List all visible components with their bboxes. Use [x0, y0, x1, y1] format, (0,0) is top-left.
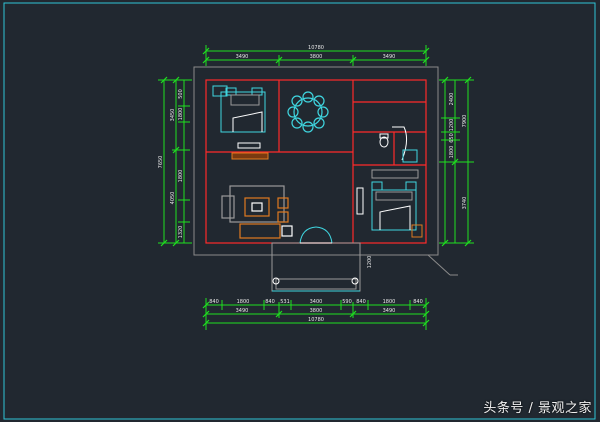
living-room-furniture [221, 185, 293, 239]
dim-right-seg-a: 2400 [449, 93, 455, 106]
dim-bottom-lower-4: 531 [280, 299, 290, 305]
dining-table [287, 91, 329, 133]
dim-right-seg-c: 650 [449, 133, 455, 143]
dim-bottom-lower-1: 840 [209, 299, 219, 305]
dimension-lines [158, 45, 474, 330]
dim-top-seg-1: 3490 [236, 54, 249, 60]
entry-porch [271, 242, 361, 292]
dim-porch: 1200 [367, 256, 373, 269]
dim-left-seg-c: 1800 [178, 170, 184, 183]
viewport-frame [3, 2, 596, 420]
dim-bottom-lower-6: 590 [342, 299, 352, 305]
bedroom-1-furniture [212, 85, 269, 160]
dim-right-lower: 3740 [462, 197, 468, 210]
dim-right-upper: 7900 [462, 115, 468, 128]
dim-bottom-lower-3: 840 [265, 299, 275, 305]
dim-top-seg-3: 3490 [383, 54, 396, 60]
watermark-text: 头条号 / 景观之家 [483, 401, 592, 416]
dim-bottom-lower-9: 840 [413, 299, 423, 305]
dim-left-seg-b: 1800 [178, 108, 184, 121]
dimension-ticks [160, 47, 472, 327]
dim-left-upper: 3450 [170, 109, 176, 122]
dim-top-total: 10780 [308, 45, 324, 51]
dim-bottom-upper-1: 3490 [236, 308, 249, 314]
dim-top-seg-2: 3800 [310, 54, 323, 60]
dim-bottom-lower-5: 3400 [310, 299, 323, 305]
dim-bottom-upper-3: 3490 [383, 308, 396, 314]
dim-bottom-upper-2: 3800 [310, 308, 323, 314]
dimension-labels: 10780 3490 3800 3490 840 1800 840 531 34… [158, 45, 468, 323]
dim-left-lower: 4050 [170, 192, 176, 205]
bathroom-fixtures [379, 126, 418, 163]
dim-left-seg-d: 1320 [178, 226, 184, 239]
dim-right-seg-d: 1800 [449, 146, 455, 159]
dim-left-total: 7650 [158, 156, 164, 169]
site-boundary [193, 66, 458, 276]
dim-bottom-lower-8: 1800 [383, 299, 396, 305]
entry-double-door [299, 226, 333, 244]
dim-left-seg-a: 500 [178, 89, 184, 99]
dim-right-seg-b: 1200 [449, 119, 455, 132]
dim-bottom-total: 10780 [308, 317, 324, 323]
bedroom-2-furniture [356, 169, 423, 238]
dim-bottom-lower-2: 1800 [237, 299, 250, 305]
dim-bottom-lower-7: 840 [356, 299, 366, 305]
